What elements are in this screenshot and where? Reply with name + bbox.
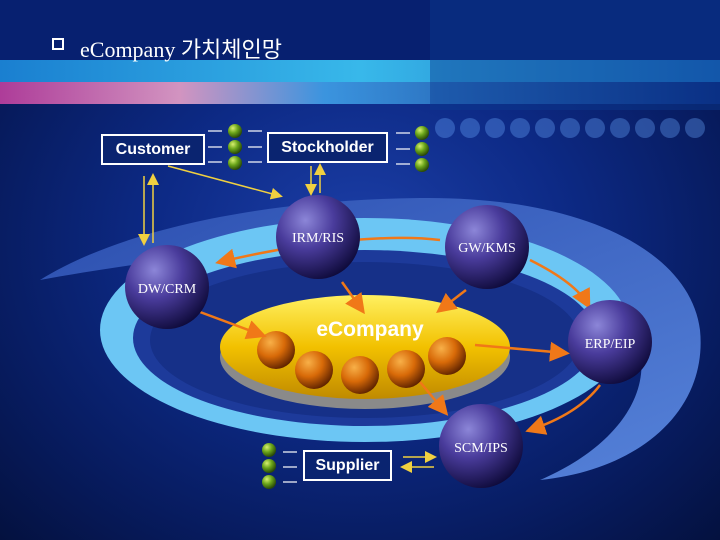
green-balls-bottom [262,443,297,489]
green-ball [262,459,276,473]
green-ball [228,156,242,170]
node-gw-label: GW/KMS [458,241,516,256]
green-ball [262,443,276,457]
green-ball [228,140,242,154]
yellow-connectors [138,163,437,473]
node-irm: IRM/RIS [276,195,360,279]
orange-ball [257,331,295,369]
green-ball [415,126,429,140]
node-gw: GW/KMS [445,205,529,289]
orange-ball [428,337,466,375]
green-balls-top-left [208,124,262,170]
node-irm-label: IRM/RIS [292,231,344,246]
orange-ball [295,351,333,389]
node-dw: DW/CRM [125,245,209,329]
center-connectors [199,281,570,416]
orange-ball [387,350,425,388]
orange-ball [341,356,379,394]
center-platform [220,295,510,399]
green-ball [415,158,429,172]
green-balls-top-right [396,126,429,172]
center-label: eCompany [316,318,424,341]
center-balls [257,331,466,394]
supplier-box: Supplier [303,450,392,481]
header-decoration [0,0,720,138]
title-bullet-icon [52,38,64,50]
stockholder-box: Stockholder [267,132,388,163]
node-scm: SCM/IPS [439,404,523,488]
node-dw-label: DW/CRM [138,282,197,297]
customer-box: Customer [101,134,205,165]
node-erp-label: ERP/EIP [585,337,636,352]
green-ball [262,475,276,489]
green-ball [415,142,429,156]
green-ball [228,124,242,138]
page-title: eCompany 가치체인망 [80,37,283,62]
node-erp: ERP/EIP [568,300,652,384]
node-scm-label: SCM/IPS [454,441,508,456]
